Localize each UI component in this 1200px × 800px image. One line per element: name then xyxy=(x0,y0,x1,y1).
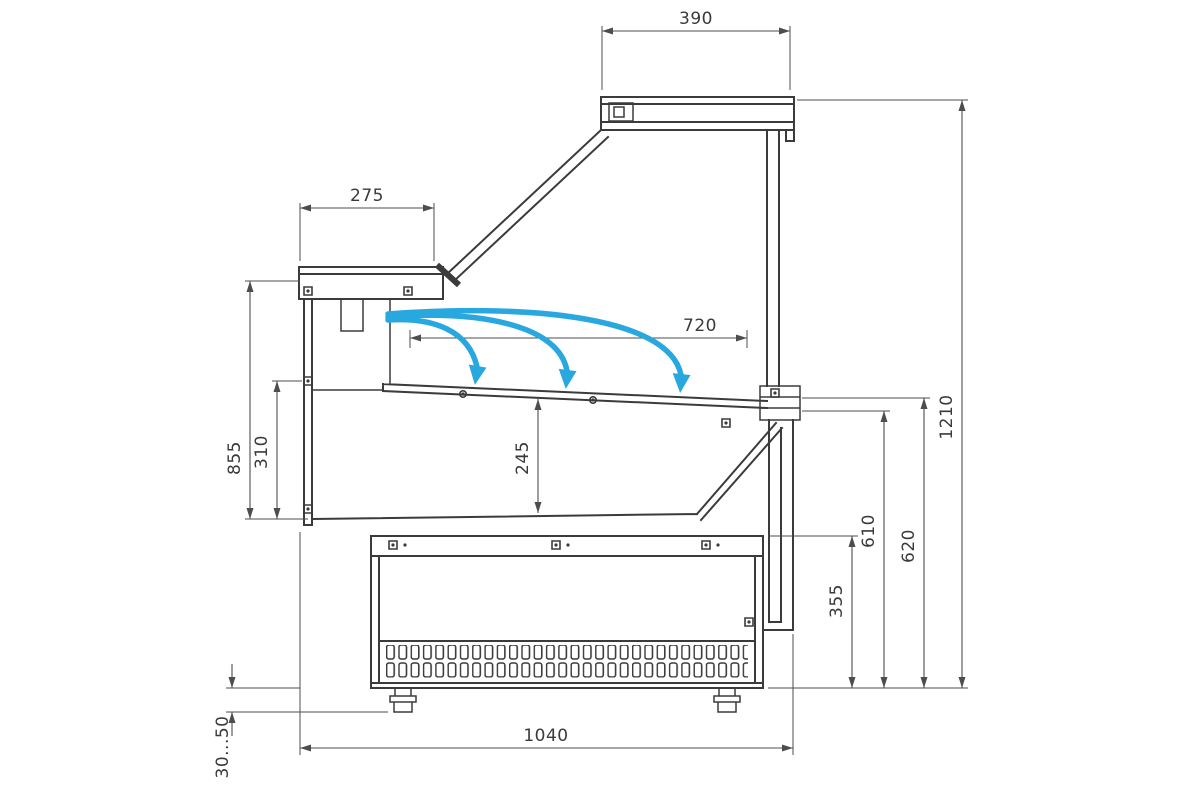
cabinet-body xyxy=(311,421,784,522)
dim-deck-height-inner-label: 610 xyxy=(859,514,879,548)
foot-right xyxy=(713,687,741,713)
dim-overall-depth-label: 1040 xyxy=(523,726,568,746)
dim-well-depth: 245 xyxy=(513,399,542,513)
rear-wall xyxy=(303,298,313,526)
dim-extension-lines xyxy=(299,532,794,755)
airflow-arrowhead-icon xyxy=(468,364,487,385)
dim-foot-adjust-label: 30...50 xyxy=(213,716,233,779)
dim-rear-top-depth-label: 275 xyxy=(350,186,384,206)
dim-extension-lines xyxy=(299,203,435,261)
dim-deck-length: 720 xyxy=(409,316,748,348)
dim-extension-lines xyxy=(226,687,388,713)
dim-overall-height: 1210 xyxy=(768,99,968,689)
dim-rear-section-height: 855 xyxy=(225,280,308,520)
dim-canopy-width: 390 xyxy=(601,9,791,90)
airflow-arc-middle xyxy=(385,312,570,374)
rear-compartment xyxy=(312,298,391,391)
airflow-arrowheads xyxy=(468,364,691,393)
dim-rear-top-depth: 275 xyxy=(299,186,435,261)
rear-glass-panel xyxy=(766,129,780,387)
cabinet xyxy=(298,96,801,713)
dim-deck-height-outer: 620 xyxy=(802,397,930,688)
airflow-arrowhead-icon xyxy=(672,373,691,393)
dim-well-depth-label: 245 xyxy=(513,441,533,475)
dim-deck-height-inner: 610 xyxy=(802,410,890,688)
glass-retainer xyxy=(434,262,462,288)
dim-canopy-width-label: 390 xyxy=(679,9,713,29)
fastener-dots xyxy=(306,289,777,624)
dim-deck-height-outer-label: 620 xyxy=(899,529,919,563)
dimensions: 390 275 720 855 310 245 xyxy=(213,9,968,778)
rear-bracket xyxy=(759,385,801,421)
dim-extension-lines xyxy=(768,99,968,689)
airflow-arc-long xyxy=(385,307,684,378)
dim-base-front-height: 355 xyxy=(768,535,858,688)
dim-extension-lines xyxy=(601,26,791,90)
dim-rear-inner-height-label: 310 xyxy=(252,435,272,469)
airflow-arrows xyxy=(385,307,684,378)
deck-screw-heads xyxy=(459,390,598,404)
front-glass xyxy=(445,128,610,283)
dim-rear-section-height-label: 855 xyxy=(225,441,245,475)
rear-counter-box xyxy=(298,266,444,300)
display-deck xyxy=(381,382,769,410)
canopy-outline xyxy=(600,96,795,142)
dim-overall-depth: 1040 xyxy=(299,532,794,755)
dim-rear-inner-height: 310 xyxy=(252,380,302,519)
dim-deck-length-label: 720 xyxy=(683,316,717,336)
dim-foot-adjust: 30...50 xyxy=(213,664,388,778)
canopy-detail xyxy=(608,102,634,122)
dim-overall-height-label: 1210 xyxy=(937,394,957,439)
louver-grille xyxy=(386,645,748,678)
base-unit xyxy=(370,535,764,689)
airflow-arrowhead-icon xyxy=(558,368,577,389)
front-panel xyxy=(762,419,794,631)
dim-base-front-height-label: 355 xyxy=(827,584,847,618)
airflow-arc-short xyxy=(385,316,480,370)
fastener-squares xyxy=(303,286,780,627)
foot-left xyxy=(389,687,417,713)
